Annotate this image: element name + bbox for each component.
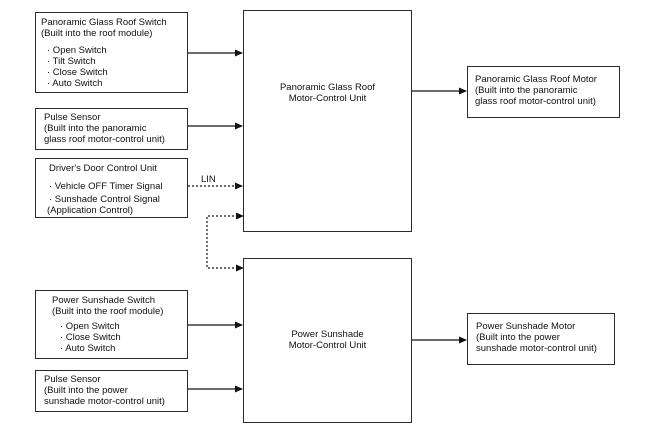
door-unit-sunshade-signal: · Sunshade Control Signal (49, 194, 160, 205)
roof-pulse-line1: (Built into the panoramic (44, 123, 147, 134)
shade-pulse-sensor-box (35, 370, 188, 412)
lin-bus-link (206, 215, 242, 269)
door-unit-vehicle-off-signal: · Vehicle OFF Timer Signal (49, 181, 163, 192)
lin-label: LIN (201, 174, 216, 185)
door-unit-application-control: (Application Control) (47, 205, 134, 216)
roof-switch-item-close: · Close Switch (47, 67, 108, 78)
shade-motor-title: Power Sunshade Motor (476, 321, 576, 332)
shade-ecu-line2: Motor-Control Unit (288, 340, 367, 351)
roof-motor-box (467, 66, 620, 118)
shade-motor-control-unit-box (243, 258, 412, 423)
roof-pulse-line2: glass roof motor-control unit) (44, 134, 165, 145)
shade-switch-title: Power Sunshade Switch (52, 295, 155, 306)
roof-switch-title: Panoramic Glass Roof Switch (41, 17, 167, 28)
roof-switch-item-tilt: · Tilt Switch (47, 56, 96, 67)
roof-switch-subtitle: (Built into the roof module) (41, 28, 153, 39)
shade-ecu-line1: Power Sunshade (291, 329, 364, 340)
shade-motor-box (467, 313, 615, 365)
roof-switch-item-auto: · Auto Switch (47, 78, 103, 89)
shade-motor-line1: (Built into the power (476, 332, 560, 343)
shade-pulse-title: Pulse Sensor (44, 374, 101, 385)
roof-pulse-title: Pulse Sensor (44, 112, 101, 123)
door-control-unit-box (35, 158, 188, 218)
roof-switch-box (35, 12, 188, 93)
roof-motor-title: Panoramic Glass Roof Motor (475, 74, 597, 85)
shade-pulse-line2: sunshade motor-control unit) (44, 396, 165, 407)
shade-switch-item-open: · Open Switch (60, 321, 120, 332)
roof-motor-control-unit-box (243, 10, 412, 232)
roof-pulse-sensor-box (35, 108, 188, 150)
door-unit-title: Driver's Door Control Unit (49, 163, 157, 174)
roof-switch-item-open: · Open Switch (47, 45, 107, 56)
shade-switch-box (35, 290, 188, 359)
shade-motor-line2: sunshade motor-control unit) (476, 343, 597, 354)
shade-switch-item-auto: · Auto Switch (60, 343, 116, 354)
roof-motor-line2: glass roof motor-control unit) (475, 96, 596, 107)
roof-ecu-line2: Motor-Control Unit (288, 93, 367, 104)
roof-ecu-line1: Panoramic Glass Roof (279, 82, 376, 93)
shade-switch-item-close: · Close Switch (60, 332, 121, 343)
shade-pulse-line1: (Built into the power (44, 385, 128, 396)
shade-switch-subtitle: (Built into the roof module) (52, 306, 164, 317)
roof-motor-line1: (Built into the panoramic (475, 85, 578, 96)
